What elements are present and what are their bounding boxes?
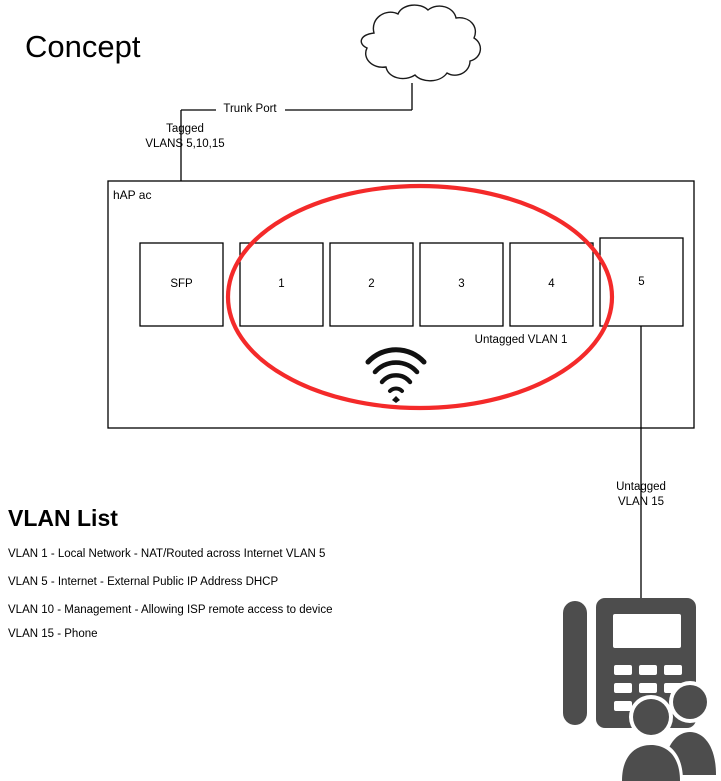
wifi-icon bbox=[365, 347, 427, 403]
device-label: hAP ac bbox=[113, 188, 152, 202]
untagged-vlan15-label-line1: Untagged bbox=[616, 481, 666, 493]
vlan-list-heading: VLAN List bbox=[8, 505, 118, 531]
untagged-vlan1-highlight bbox=[225, 183, 615, 411]
tagged-label-line1: Tagged bbox=[166, 123, 204, 135]
vlan-list-item: VLAN 1 - Local Network - NAT/Routed acro… bbox=[8, 548, 326, 560]
port-label-5: 5 bbox=[638, 276, 645, 288]
vlan-list-item: VLAN 15 - Phone bbox=[8, 628, 98, 640]
port-box-2[interactable] bbox=[329, 242, 414, 327]
port-label-sfp: SFP bbox=[170, 278, 193, 290]
trunk-port-label: Trunk Port bbox=[223, 103, 277, 115]
port-label-1: 1 bbox=[278, 278, 285, 290]
desk-phone-users-icon[interactable] bbox=[563, 598, 719, 781]
untagged-vlan1-label: Untagged VLAN 1 bbox=[474, 334, 568, 346]
vlan-list-item: VLAN 10 - Management - Allowing ISP remo… bbox=[8, 604, 333, 616]
port-box-1[interactable] bbox=[239, 242, 324, 327]
internet-cloud[interactable] bbox=[360, 4, 481, 82]
untagged-vlan15-label-line2: VLAN 15 bbox=[617, 496, 665, 508]
port-box-sfp[interactable] bbox=[139, 242, 224, 327]
port-box-4[interactable] bbox=[509, 242, 594, 327]
vlan-list-item: VLAN 5 - Internet - External Public IP A… bbox=[8, 576, 279, 588]
port-box-5[interactable] bbox=[599, 237, 684, 327]
port-label-3: 3 bbox=[458, 278, 465, 290]
port-label-4: 4 bbox=[548, 278, 555, 290]
port-label-2: 2 bbox=[368, 278, 375, 290]
page-title: Concept bbox=[25, 29, 141, 64]
tagged-label-line2: VLANS 5,10,15 bbox=[145, 138, 225, 150]
port-box-3[interactable] bbox=[419, 242, 504, 327]
